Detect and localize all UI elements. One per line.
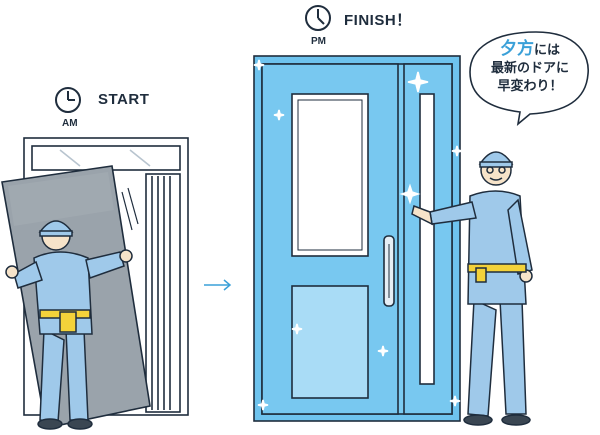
bubble-line2: 最新のドアに bbox=[490, 60, 569, 75]
worker-presenting-door bbox=[411, 151, 533, 426]
speech-bubble-text: 夕方には 最新のドアに 早変わり！ bbox=[474, 40, 586, 95]
highlight-word: 夕方 bbox=[499, 39, 534, 58]
clock-icon bbox=[305, 5, 331, 31]
pm-label: PM bbox=[311, 36, 326, 47]
finish-label: FINISH！ bbox=[344, 12, 412, 29]
sparkle-icons bbox=[253, 59, 463, 411]
clock-icon bbox=[55, 87, 81, 113]
bubble-line1-rest: には bbox=[533, 42, 560, 57]
worker-carrying-door bbox=[5, 220, 133, 430]
start-label: START bbox=[98, 91, 150, 108]
arrow-icon bbox=[204, 279, 232, 291]
speech-bubble bbox=[469, 31, 589, 126]
new-door bbox=[253, 55, 461, 422]
am-label: AM bbox=[62, 118, 78, 129]
bubble-line3: 早変わり！ bbox=[497, 78, 563, 93]
